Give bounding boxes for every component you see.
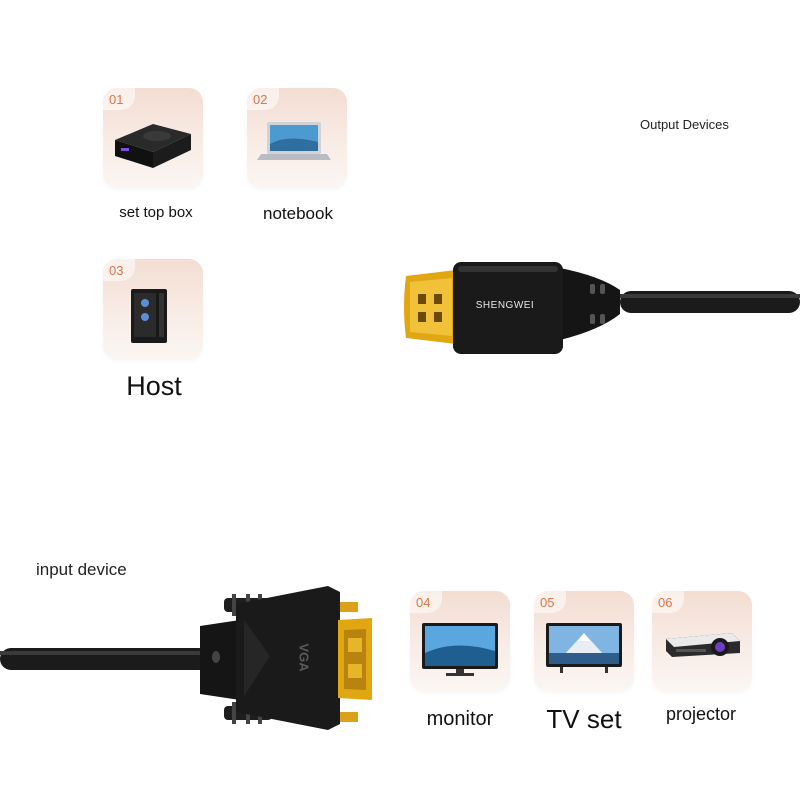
card-number: 04 <box>416 595 431 610</box>
device-label-projector: projector <box>665 704 737 724</box>
card-number: 05 <box>540 595 555 610</box>
device-card-set-top-box: 01 <box>103 88 203 188</box>
device-card-projector: 06 <box>652 591 752 691</box>
card-number: 03 <box>109 263 124 278</box>
device-card-tv: 05 <box>534 591 634 691</box>
card-number: 01 <box>109 92 124 107</box>
device-label-set-top-box: set top box <box>119 204 193 221</box>
input-device-heading: input device <box>36 560 127 579</box>
device-label-monitor: monitor <box>426 708 494 730</box>
set-top-box-icon <box>115 124 191 168</box>
monitor-icon <box>422 623 498 676</box>
device-label-notebook: notebook <box>263 204 333 223</box>
device-card-host: 03 <box>103 259 203 359</box>
desktop-tower-icon <box>131 289 167 343</box>
card-number: 02 <box>253 92 268 107</box>
device-label-host: Host <box>126 371 182 401</box>
device-label-tv: TV set <box>546 704 622 734</box>
laptop-icon <box>257 122 331 160</box>
vga-label: VGA <box>296 643 312 672</box>
device-card-monitor: 04 <box>410 591 510 691</box>
tv-icon <box>546 623 622 673</box>
projector-icon <box>666 633 740 657</box>
card-number: 06 <box>658 595 673 610</box>
hdmi-brand-label: SHENGWEI <box>475 300 535 311</box>
output-devices-heading: Output Devices <box>640 117 729 132</box>
device-card-notebook: 02 <box>247 88 347 188</box>
